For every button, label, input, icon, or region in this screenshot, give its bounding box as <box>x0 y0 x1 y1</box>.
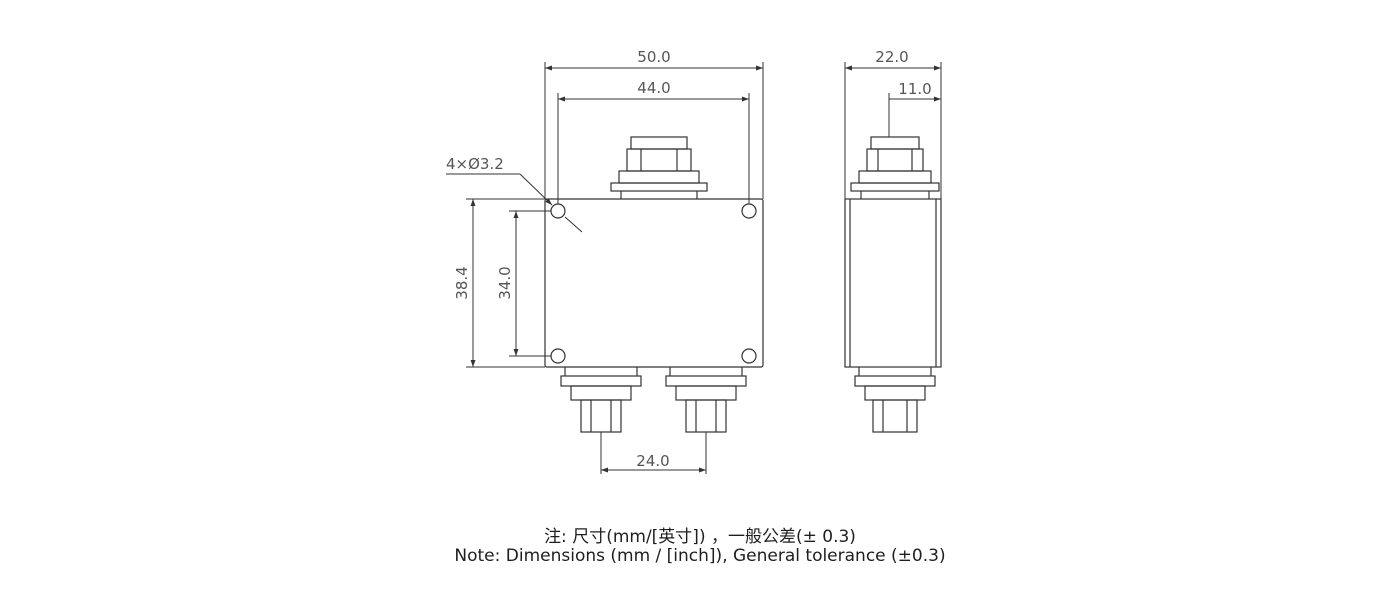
side-view <box>844 62 942 433</box>
dim-overall-width: 50.0 <box>637 48 670 66</box>
mounting-hole <box>741 203 757 219</box>
mounting-hole <box>741 348 757 364</box>
note-chinese: 注: 尺寸(mm/[英寸]) ，一般公差(± 0.3) <box>544 527 856 547</box>
enclosure-side <box>844 198 942 368</box>
dim-port-spacing: 24.0 <box>636 452 669 470</box>
dim-side-port-offset: 11.0 <box>898 80 931 98</box>
bottom-connector-right <box>665 367 747 433</box>
side-bottom-connector <box>854 367 936 433</box>
note-english: Note: Dimensions (mm / [inch]), General … <box>454 546 946 566</box>
front-view <box>446 62 764 474</box>
dim-hole-spacing-x: 44.0 <box>637 79 670 97</box>
side-top-connector <box>850 136 940 199</box>
mounting-hole <box>550 348 566 364</box>
dim-hole-spacing-y: 34.0 <box>496 266 514 299</box>
dim-overall-height: 38.4 <box>453 266 471 299</box>
top-connector <box>610 136 708 199</box>
enclosure-front <box>544 198 764 368</box>
mounting-hole <box>550 203 566 219</box>
dim-holes: 4×Ø3.2 <box>446 155 504 173</box>
dim-side-depth: 22.0 <box>875 48 908 66</box>
bottom-connector-left <box>560 367 642 433</box>
